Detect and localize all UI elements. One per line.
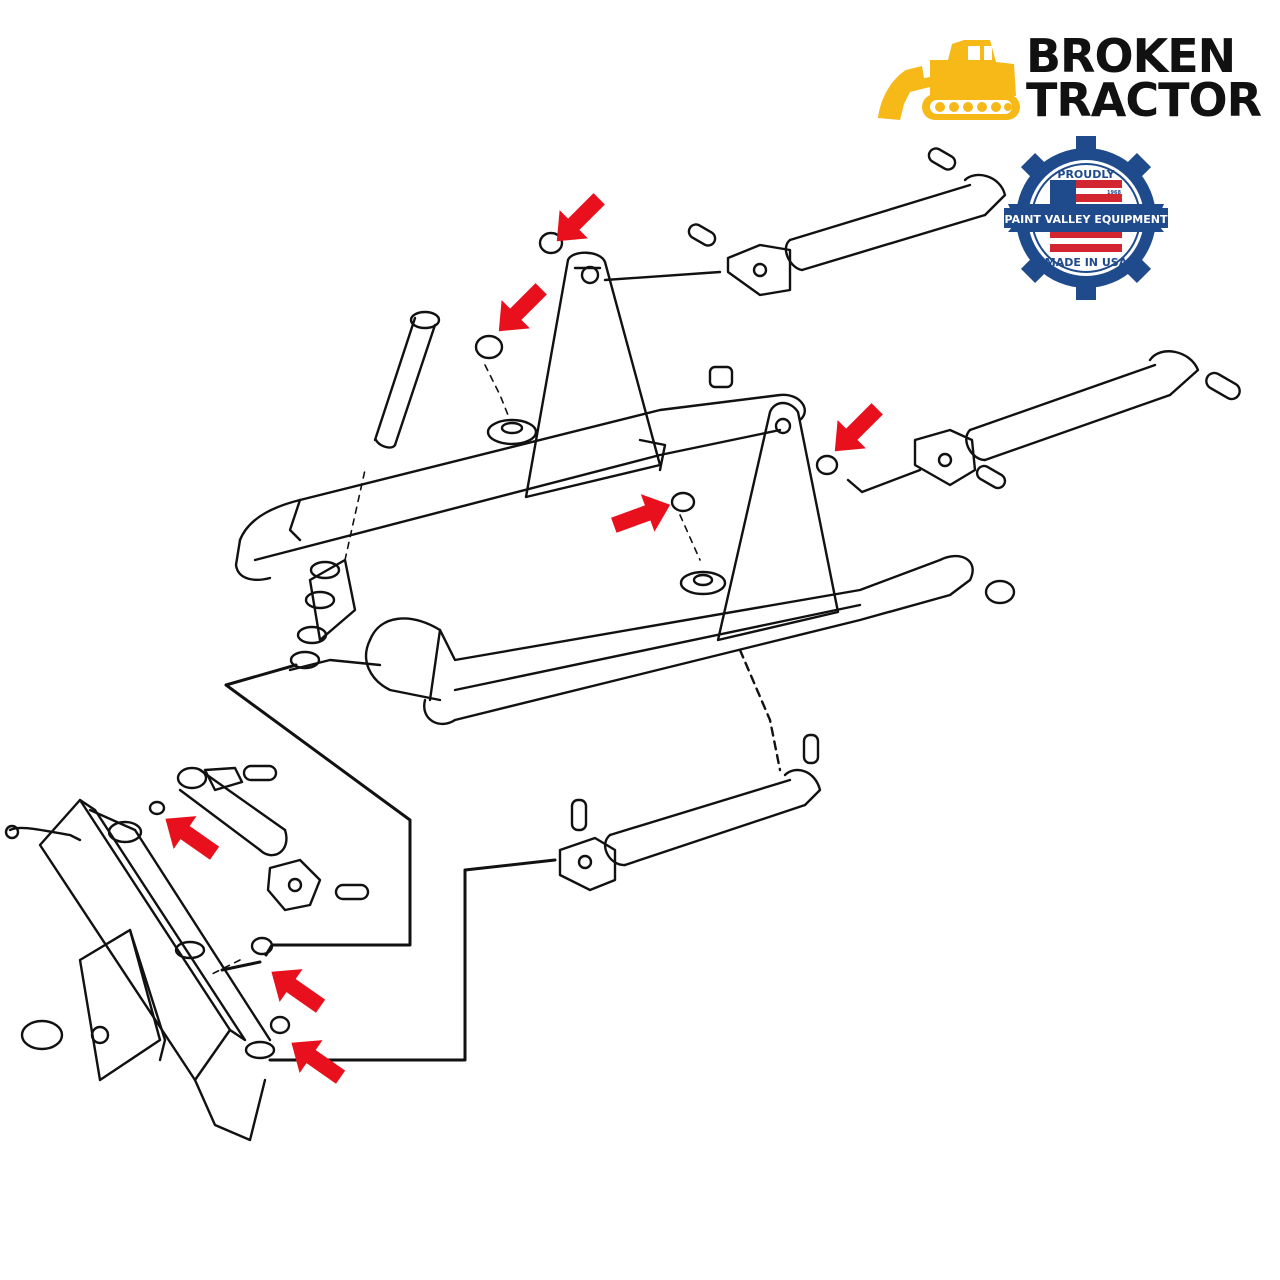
right-a-frame: [679, 401, 840, 642]
diagram-lineart: [4, 147, 1241, 1142]
frame-pivot-plates: [288, 558, 382, 672]
callout-arrow: [834, 403, 883, 452]
main-frame: [234, 393, 974, 726]
callout-arrow: [165, 816, 220, 860]
pivot-pin: [373, 310, 441, 449]
brand-line-2: TRACTOR: [1026, 73, 1262, 127]
callout-arrow: [498, 283, 547, 332]
upper-lift-cylinder: [603, 147, 1007, 297]
callout-arrow: [611, 494, 671, 533]
push-beam: [4, 798, 276, 1142]
badge-bottom-text: MADE IN USA: [1045, 256, 1128, 269]
lower-lift-cylinder: [558, 648, 822, 892]
badge-est-left: EST.: [1052, 190, 1064, 196]
usa-flag-gear-badge-icon: PAINT VALLEY EQUIPMENT PROUDLY EST. 1968…: [1004, 136, 1168, 300]
middle-lift-cylinder: [708, 350, 1241, 494]
left-a-frame: [486, 251, 662, 499]
callout-arrows: [165, 193, 883, 1084]
tilt-cylinder: [176, 764, 370, 912]
bushings: [148, 231, 1016, 1035]
brand-line-1: BROKEN: [1026, 29, 1236, 83]
brand-wordmark: BROKEN TRACTOR: [1026, 29, 1262, 127]
badge-banner-text: PAINT VALLEY EQUIPMENT: [1005, 213, 1168, 226]
badge-est-right: 1968: [1107, 190, 1121, 196]
callout-arrow: [291, 1040, 346, 1084]
badge-top-text: PROUDLY: [1057, 168, 1115, 181]
assembly-outline: [220, 663, 557, 1062]
callout-arrow: [271, 969, 326, 1013]
callout-arrow: [556, 193, 605, 242]
bulldozer-icon: [878, 40, 1020, 120]
leader-lines: [209, 364, 701, 976]
